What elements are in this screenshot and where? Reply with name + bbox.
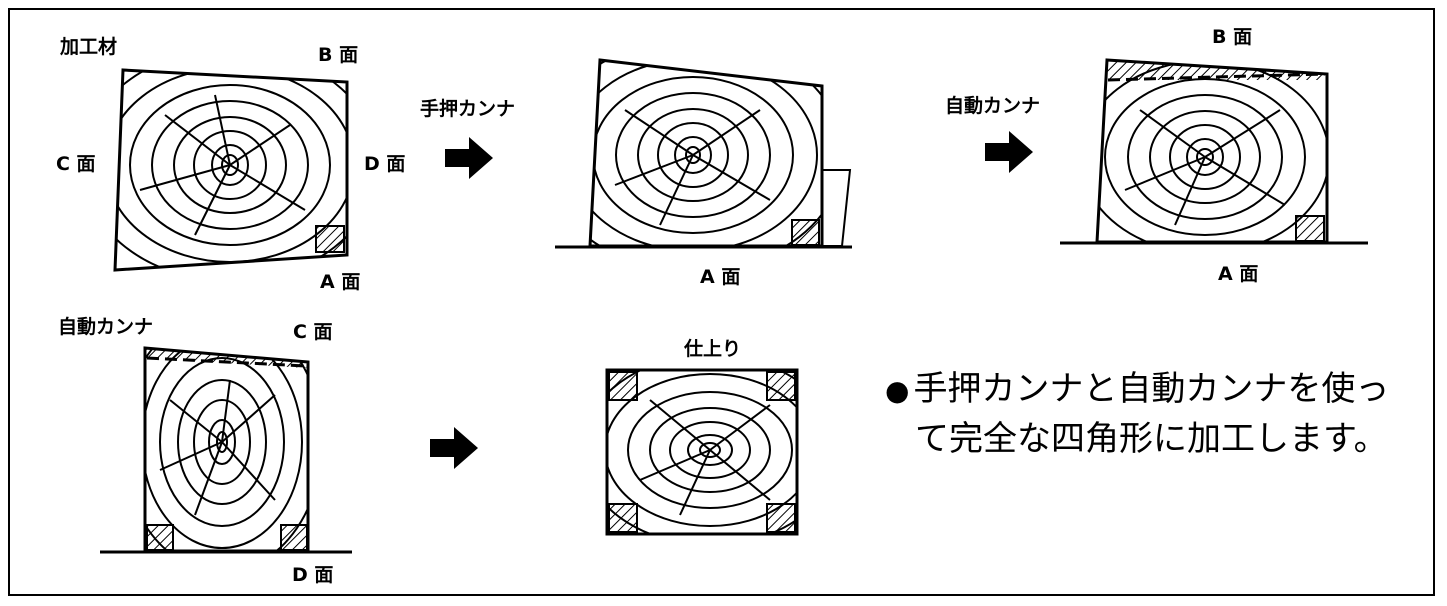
finished-section: [605, 368, 799, 536]
face-a-label: A 面: [700, 266, 741, 288]
face-c-label: C 面: [293, 321, 333, 343]
jointer-step-label: 手押カンナ: [420, 98, 516, 120]
bullet-icon: ●: [885, 374, 910, 407]
finished-label: 仕上り: [684, 338, 742, 360]
explanation-note: ●手押カンナと自動カンナを使っ て完全な四角形に加工します。: [885, 365, 1389, 463]
arrow-right-icon: [445, 137, 493, 179]
face-b-label: B 面: [318, 44, 359, 66]
arrow-right-icon: [985, 131, 1033, 173]
arrow-right-icon: [430, 427, 478, 469]
raw-lumber-section: [113, 68, 349, 272]
face-b-label: B 面: [1212, 26, 1253, 48]
face-d-label: D 面: [292, 564, 334, 586]
jointer-section: [555, 58, 852, 249]
planer-step-label: 自動カンナ: [945, 95, 1041, 117]
face-a-label: A 面: [1218, 263, 1259, 285]
note-line-1: 手押カンナと自動カンナを使っ: [913, 369, 1390, 409]
face-c-label: C 面: [56, 153, 96, 175]
planer-step-label: 自動カンナ: [58, 316, 154, 338]
raw-lumber-label: 加工材: [60, 36, 118, 58]
planer-c-section: [100, 346, 352, 554]
face-d-label: D 面: [364, 153, 406, 175]
note-line-2: て完全な四角形に加工します。: [915, 419, 1388, 459]
diagram-frame: [8, 8, 1435, 596]
face-a-label: A 面: [320, 271, 361, 293]
planer-b-section: [1060, 58, 1368, 245]
